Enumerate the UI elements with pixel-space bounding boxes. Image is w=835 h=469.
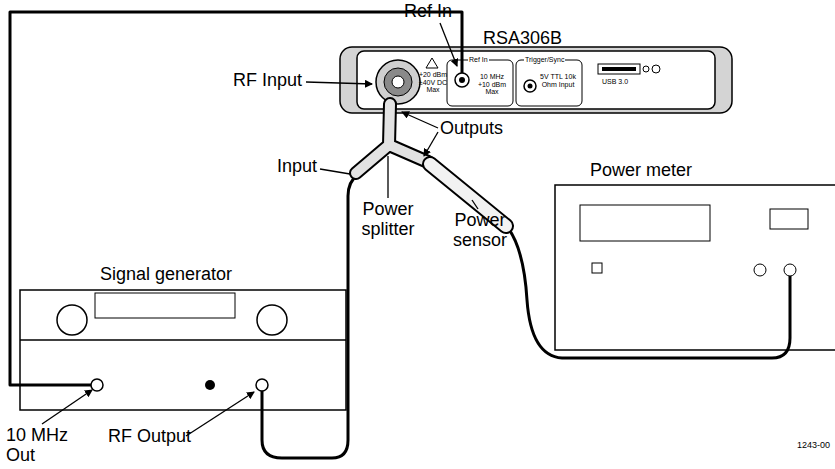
power-splitter: [356, 104, 428, 173]
panel-text: 5V TTL 10k Ohm Input: [540, 73, 576, 88]
callout-label: RF Output: [108, 427, 191, 447]
signal-generator-unit: Signal generator: [20, 262, 346, 412]
callout-label: 10 MHz Out: [6, 426, 78, 466]
analyzer-unit: RSA306B: [340, 22, 732, 114]
panel-text: Trigger/Sync: [524, 56, 565, 64]
device-heading: RSA306B: [483, 28, 562, 49]
panel-text: 10 MHz +10 dBm Max: [474, 73, 510, 96]
figure-number: 1243-00: [797, 441, 830, 451]
reference-cable: [10, 12, 462, 385]
panel-text: +20 dBm ±40V DC Max: [416, 71, 450, 94]
signal-generator: [20, 290, 346, 410]
callout-label: RF Input: [233, 71, 302, 91]
power-meter: [555, 185, 835, 350]
panel-text: USB 3.0: [602, 78, 628, 86]
panel-text: Ref In: [468, 56, 489, 64]
power-meter-unit: Power meter: [555, 160, 835, 350]
device-heading: Power meter: [590, 160, 692, 181]
callout-label: Outputs: [440, 119, 503, 139]
callout-label: Input: [277, 157, 317, 177]
analyzer-housing: [340, 47, 732, 113]
callout-label: Ref In: [404, 2, 452, 22]
device-heading: Signal generator: [100, 264, 232, 285]
callout-label: Power sensor: [444, 211, 516, 251]
callout-label: Power splitter: [348, 200, 428, 240]
